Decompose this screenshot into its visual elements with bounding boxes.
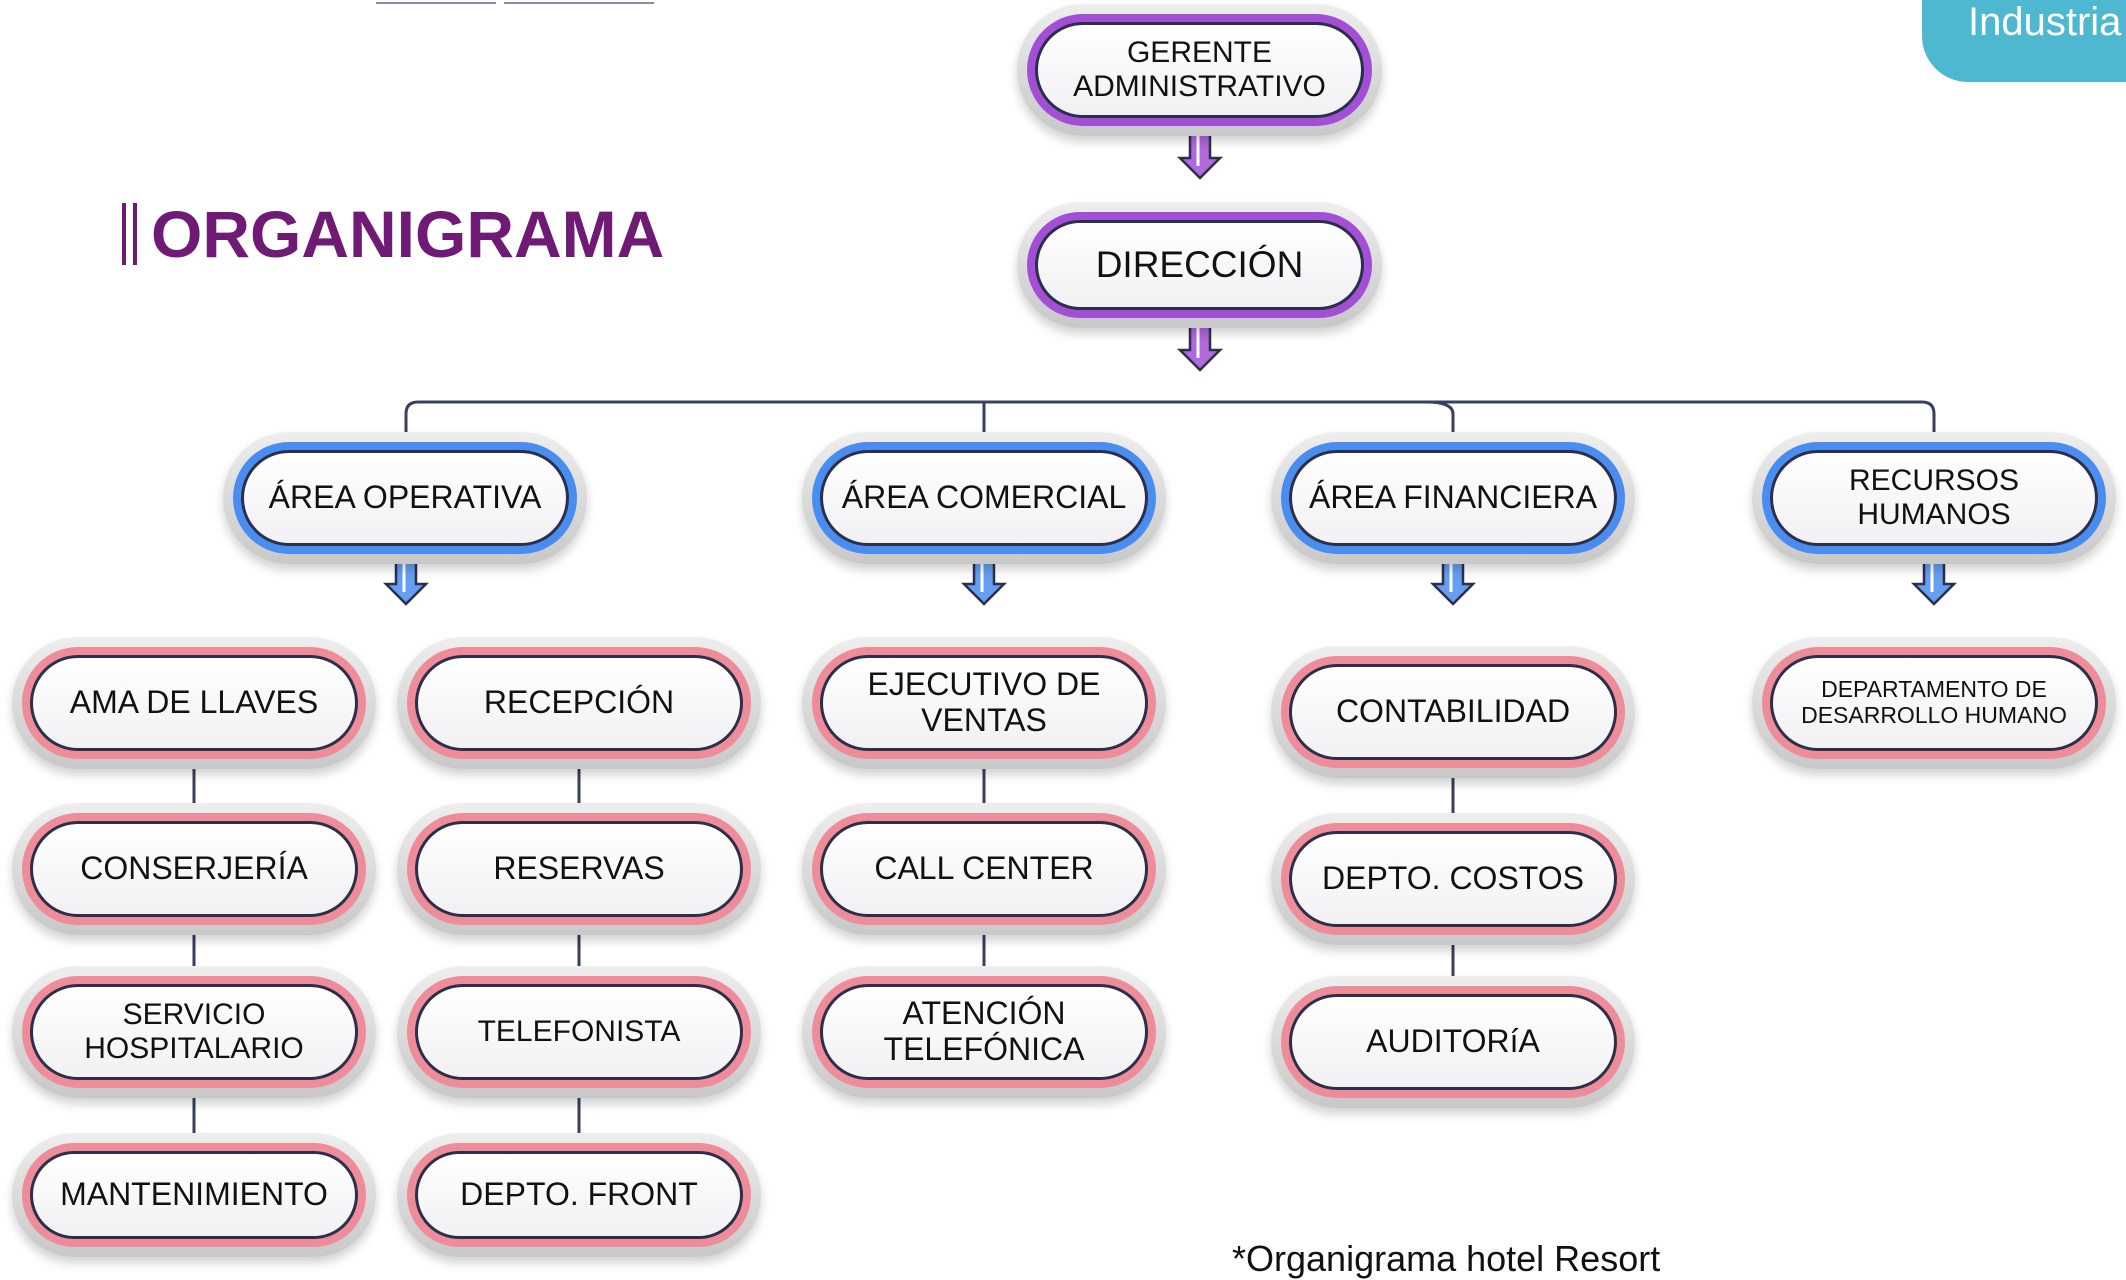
node-label: TELEFONISTA <box>415 984 743 1080</box>
node-label: CONSERJERÍA <box>30 821 358 917</box>
industria-corner-tab: Industria <box>1922 0 2126 82</box>
page-title: ORGANIGRAMA <box>122 196 664 272</box>
footnote: *Organigrama hotel Resort <box>1232 1238 1661 1279</box>
node-ama-de-llaves: AMA DE LLAVES <box>12 637 376 769</box>
node-label: DEPTO. FRONT <box>415 1151 743 1239</box>
partner-logo-strip <box>376 0 684 4</box>
node-label: DIRECCIÓN <box>1035 220 1364 310</box>
node-label: AUDITORíA <box>1289 994 1617 1090</box>
node-contabilidad: CONTABILIDAD <box>1271 646 1635 778</box>
node-mantenimiento: MANTENIMIENTO <box>12 1133 376 1257</box>
node-area-comercial: ÁREA COMERCIAL <box>802 432 1166 564</box>
node-auditoria: AUDITORíA <box>1271 976 1635 1108</box>
node-area-operativa: ÁREA OPERATIVA <box>223 432 587 564</box>
node-recepcion: RECEPCIÓN <box>397 637 761 769</box>
title-bars-decoration <box>122 203 137 265</box>
node-label: AMA DE LLAVES <box>30 655 358 751</box>
node-area-financiera: ÁREA FINANCIERA <box>1271 432 1635 564</box>
node-label: ÁREA OPERATIVA <box>241 450 569 546</box>
connector-to-financiera <box>1425 400 1455 446</box>
node-telefonista: TELEFONISTA <box>397 966 761 1098</box>
node-conserjeria: CONSERJERÍA <box>12 803 376 935</box>
node-reservas: RESERVAS <box>397 803 761 935</box>
node-label: CALL CENTER <box>820 821 1148 917</box>
node-label: DEPTO. COSTOS <box>1289 831 1617 927</box>
node-label: ÁREA COMERCIAL <box>820 450 1148 546</box>
node-label: MANTENIMIENTO <box>30 1151 358 1239</box>
node-direccion: DIRECCIÓN <box>1017 202 1382 328</box>
node-label: RECEPCIÓN <box>415 655 743 751</box>
node-depto-front: DEPTO. FRONT <box>397 1133 761 1257</box>
page-title-text: ORGANIGRAMA <box>151 197 665 271</box>
node-call-center: CALL CENTER <box>802 803 1166 935</box>
node-label: CONTABILIDAD <box>1289 664 1617 760</box>
connector-bus <box>404 400 1936 446</box>
node-depto-costos: DEPTO. COSTOS <box>1271 813 1635 945</box>
node-label: ÁREA FINANCIERA <box>1289 450 1617 546</box>
node-label: RESERVAS <box>415 821 743 917</box>
